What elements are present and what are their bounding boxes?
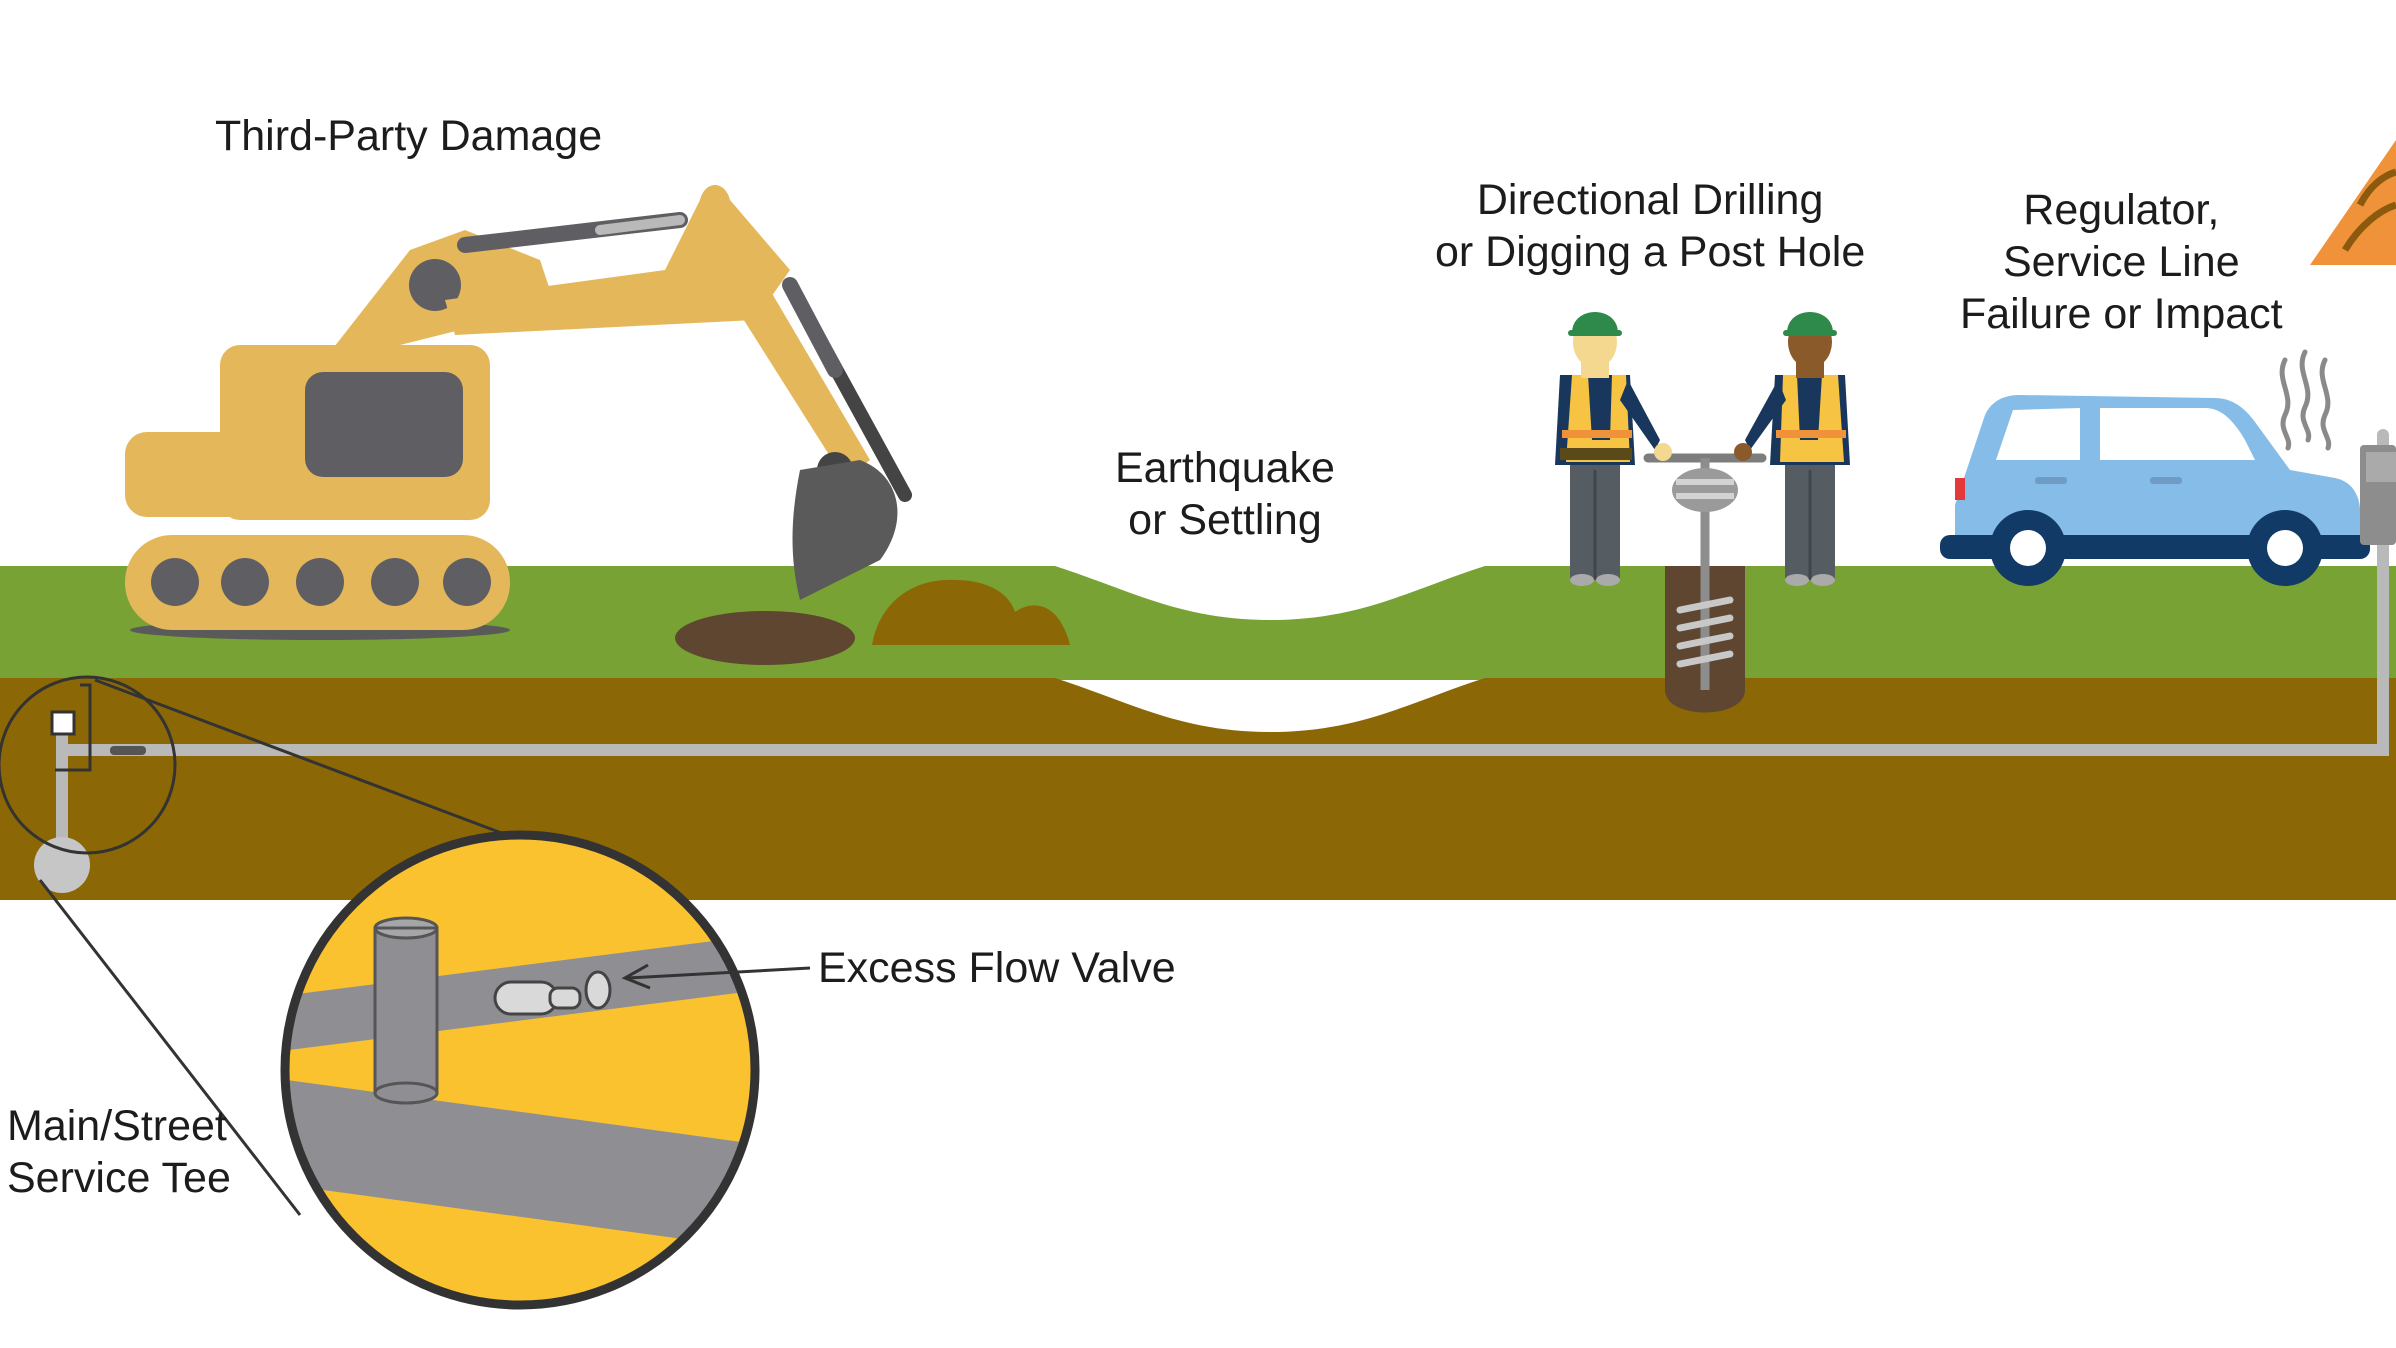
dirt-pile-icon xyxy=(872,579,1070,645)
auger-icon xyxy=(1643,453,1767,713)
service-tee-box xyxy=(50,710,76,736)
magnifier-icon xyxy=(280,830,760,1310)
dig-hole-icon xyxy=(675,611,855,665)
label-drilling-line2: or Digging a Post Hole xyxy=(1435,228,1866,276)
smoke-icon xyxy=(2279,349,2332,451)
excess-flow-valve-icon xyxy=(493,970,612,1016)
label-earthquake-line1: Earthquake xyxy=(1115,444,1335,492)
label-excess-flow-valve: Excess Flow Valve xyxy=(818,944,1176,992)
label-earthquake-line2: or Settling xyxy=(1128,496,1322,544)
zoom-circle xyxy=(0,675,177,855)
warning-sign-icon xyxy=(2310,140,2396,265)
worker-icon xyxy=(1734,312,1850,586)
label-service-tee: Main/Street Service Tee xyxy=(7,1100,231,1204)
label-drilling-line1: Directional Drilling xyxy=(1476,176,1824,224)
callout-line-top xyxy=(94,678,561,857)
car-icon xyxy=(1940,349,2370,586)
label-service-tee-line1: Main/Street xyxy=(7,1102,227,1150)
gas-meter-icon xyxy=(2360,445,2396,545)
label-regulator: Regulator, Service Line Failure or Impac… xyxy=(1960,184,2283,340)
label-regulator-line3: Failure or Impact xyxy=(1960,290,2283,338)
soil-layer xyxy=(0,678,2396,900)
label-regulator-line2: Service Line xyxy=(2002,238,2240,286)
label-earthquake: Earthquake or Settling xyxy=(1115,442,1335,546)
label-third-party-damage: Third-Party Damage xyxy=(215,112,603,160)
worker-icon xyxy=(1555,312,1672,586)
callout-line-bottom xyxy=(38,879,302,1216)
tee-frame xyxy=(55,683,92,772)
label-regulator-line1: Regulator, xyxy=(2023,186,2220,234)
label-service-tee-line2: Service Tee xyxy=(7,1154,231,1202)
valve-marker xyxy=(110,746,146,755)
grass-layer xyxy=(0,566,2396,680)
valve-pointer-line xyxy=(627,966,811,980)
label-directional-drilling: Directional Drilling or Digging a Post H… xyxy=(1435,174,1865,278)
excavator-icon xyxy=(125,185,912,640)
